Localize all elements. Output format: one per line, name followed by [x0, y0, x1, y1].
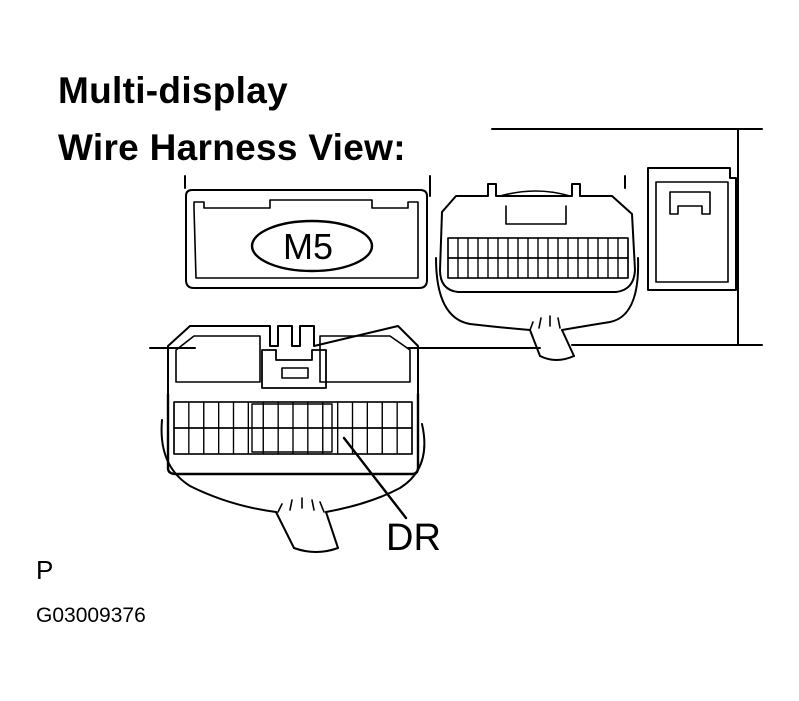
upper-pin-cavity — [487, 257, 499, 279]
lower-pin-cavity — [366, 427, 383, 455]
upper-pin-cavity — [447, 257, 459, 279]
diagram-title-line-1: Multi-display — [58, 70, 289, 111]
upper-pin-cavity — [557, 257, 569, 279]
lower-pin-cavity — [307, 427, 324, 455]
lower-pin-cavity — [203, 401, 220, 429]
lower-pin-cavity — [188, 401, 205, 429]
upper-pin-cavity — [507, 237, 519, 259]
lower-pin-cavity — [262, 427, 279, 455]
lower-pin-cavity — [396, 401, 413, 429]
lower-pin-cavity — [337, 401, 354, 429]
upper-pin-cavity — [577, 237, 589, 259]
lower-pin-cavity — [351, 401, 368, 429]
lower-pin-cavity — [292, 401, 309, 429]
figure-id-label: G03009376 — [36, 604, 146, 627]
upper-harness — [435, 257, 640, 361]
lower-pin-cavity — [247, 401, 264, 429]
diagram-title-line-2: Wire Harness View: — [58, 127, 406, 168]
lower-pin-cavity — [218, 401, 235, 429]
connector-id-label: M5 — [283, 226, 334, 267]
upper-pin-cavity — [547, 257, 559, 279]
upper-pin-cavity — [587, 257, 599, 279]
upper-pin-cavity — [527, 237, 539, 259]
upper-pin-cavity — [457, 237, 469, 259]
upper-pin-cavity — [507, 257, 519, 279]
lower-pin-cavity — [188, 427, 205, 455]
upper-pin-cavity — [517, 257, 529, 279]
upper-pin-cavity — [467, 237, 479, 259]
upper-pin-cavity — [617, 237, 629, 259]
lower-pin-cavity — [322, 427, 339, 455]
upper-pin-cavity — [537, 257, 549, 279]
lower-pin-cavity — [322, 401, 339, 429]
dr-leader-line — [342, 436, 408, 520]
upper-pin-cavity — [467, 257, 479, 279]
upper-pin-cavity — [607, 237, 619, 259]
upper-pin-cavity — [487, 237, 499, 259]
lower-pin-cavity — [173, 401, 190, 429]
upper-pin-cavity — [597, 237, 609, 259]
upper-pin-cavity — [447, 237, 459, 259]
lower-pin-cavity — [307, 401, 324, 429]
lower-pin-cavity — [292, 427, 309, 455]
lower-harness — [160, 419, 426, 553]
upper-pin-cavity — [567, 237, 579, 259]
upper-pin-cavity — [497, 257, 509, 279]
upper-pin-grid — [447, 237, 629, 279]
lower-pin-cavity — [247, 427, 264, 455]
lower-pin-cavity — [232, 401, 249, 429]
view-code-label: P — [36, 555, 54, 585]
upper-pin-cavity — [537, 237, 549, 259]
upper-pin-cavity — [557, 237, 569, 259]
upper-pin-cavity — [477, 237, 489, 259]
background-panel-outline — [149, 128, 763, 349]
pin-callout-label: DR — [386, 517, 441, 559]
lower-pin-cavity — [232, 427, 249, 455]
upper-pin-cavity — [497, 237, 509, 259]
lower-pin-cavity — [277, 427, 294, 455]
lower-pin-grid — [173, 401, 413, 455]
lower-pin-cavity — [218, 427, 235, 455]
upper-pin-cavity — [457, 257, 469, 279]
upper-pin-cavity — [577, 257, 589, 279]
lower-pin-cavity — [381, 401, 398, 429]
upper-pin-cavity — [597, 257, 609, 279]
right-small-connector — [647, 167, 737, 291]
upper-pin-cavity — [477, 257, 489, 279]
upper-pin-cavity — [607, 257, 619, 279]
upper-pin-cavity — [587, 237, 599, 259]
upper-pin-cavity — [617, 257, 629, 279]
m5-connector-body — [185, 189, 428, 289]
lower-pin-cavity — [203, 427, 220, 455]
upper-pin-cavity — [527, 257, 539, 279]
lower-pin-cavity — [277, 401, 294, 429]
upper-pin-cavity — [517, 237, 529, 259]
upper-pin-cavity — [547, 237, 559, 259]
upper-pin-cavity — [567, 257, 579, 279]
lower-pin-cavity — [173, 427, 190, 455]
lower-pin-cavity — [381, 427, 398, 455]
lower-pin-cavity — [366, 401, 383, 429]
lower-pin-cavity — [396, 427, 413, 455]
lower-pin-cavity — [262, 401, 279, 429]
